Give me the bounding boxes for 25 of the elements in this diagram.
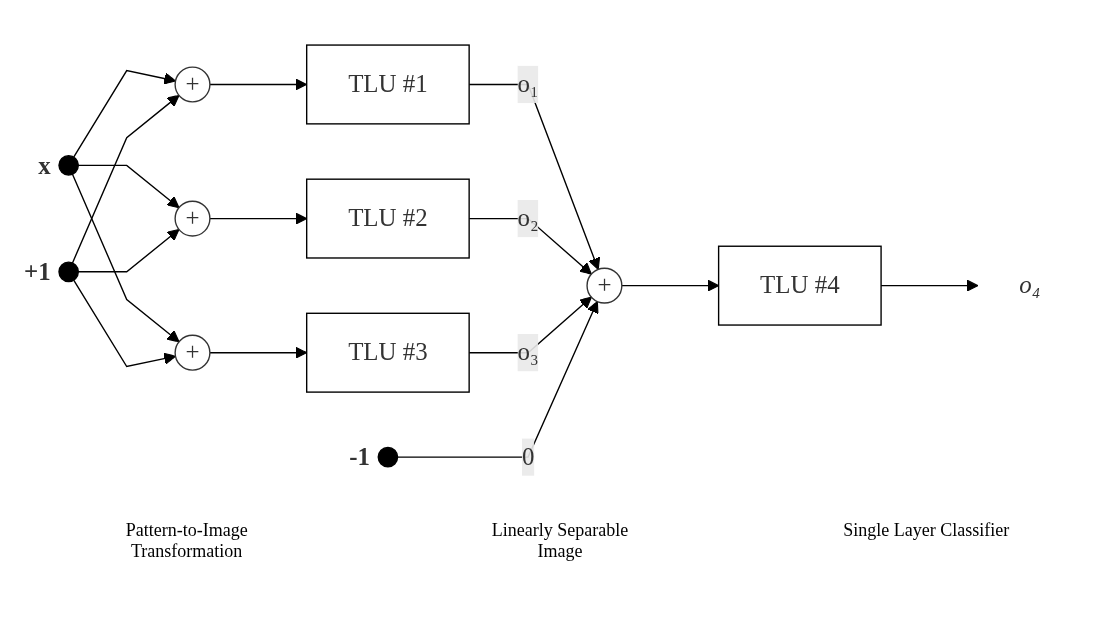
arrow xyxy=(71,94,180,264)
node-box: TLU #2 xyxy=(306,178,470,259)
arrow xyxy=(71,173,180,342)
input-label: x xyxy=(38,151,51,179)
section-label: Linearly Separable Image xyxy=(490,520,630,562)
edge-label: 0 xyxy=(521,442,535,470)
section-label: Single Layer Classifier xyxy=(843,520,1010,542)
node-circle xyxy=(58,154,79,176)
node-circle: + xyxy=(174,200,211,237)
node-circle: + xyxy=(174,66,211,103)
arrow xyxy=(73,278,177,367)
node-box: TLU #3 xyxy=(306,312,470,393)
node-box: TLU #1 xyxy=(306,43,470,125)
node-text: o₄ xyxy=(1019,270,1041,299)
edge-label: o₂ xyxy=(517,203,539,232)
node-circle: + xyxy=(586,267,623,304)
edge-label: o₃ xyxy=(517,337,539,366)
node-circle: + xyxy=(174,334,211,371)
section-label: Pattern-to-Image Transformation xyxy=(124,520,249,562)
node-circle xyxy=(58,261,79,282)
node-box: TLU #4 xyxy=(717,245,882,326)
edge-label: o₁ xyxy=(517,69,539,98)
node-circle xyxy=(377,446,399,468)
input-label: +1 xyxy=(24,257,51,285)
input-label: -1 xyxy=(349,443,370,470)
